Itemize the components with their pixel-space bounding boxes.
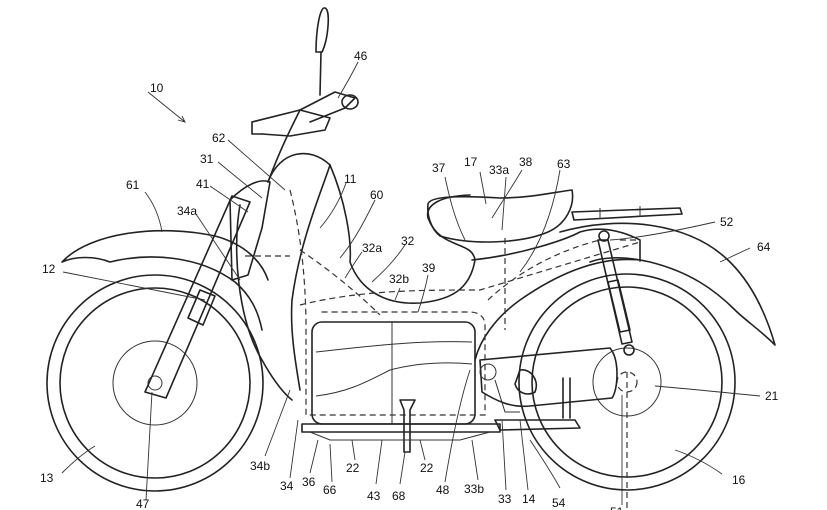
label-68: 68 bbox=[392, 489, 406, 503]
label-43: 43 bbox=[367, 489, 381, 503]
label-41: 41 bbox=[196, 177, 210, 191]
label-34b: 34b bbox=[250, 459, 270, 473]
label-22a: 22 bbox=[346, 461, 360, 475]
rear-cover bbox=[471, 228, 641, 361]
frame-hidden-lines bbox=[245, 189, 641, 510]
under-parts bbox=[301, 379, 581, 453]
label-32b: 32b bbox=[389, 272, 409, 286]
label-48: 48 bbox=[436, 483, 450, 497]
label-47: 47 bbox=[136, 497, 150, 510]
arrow-10 bbox=[147, 91, 186, 123]
label-34: 34 bbox=[280, 479, 294, 493]
label-51: 51 bbox=[610, 505, 624, 510]
label-32a: 32a bbox=[362, 241, 382, 255]
front-cover bbox=[229, 180, 271, 281]
label-33b: 33b bbox=[464, 482, 484, 496]
handlebar bbox=[251, 7, 359, 183]
label-61: 61 bbox=[126, 178, 140, 192]
label-52: 52 bbox=[720, 215, 734, 229]
leg-shield bbox=[235, 152, 331, 401]
label-10: 10 bbox=[150, 81, 164, 95]
label-21: 21 bbox=[765, 389, 779, 403]
label-33: 33 bbox=[498, 492, 512, 506]
label-12: 12 bbox=[42, 262, 56, 276]
label-66: 66 bbox=[323, 483, 337, 497]
label-39: 39 bbox=[422, 261, 436, 275]
front-wheel bbox=[46, 274, 264, 492]
leader-lines bbox=[61, 61, 761, 505]
label-36: 36 bbox=[302, 475, 316, 489]
label-16: 16 bbox=[732, 473, 746, 487]
label-64: 64 bbox=[757, 240, 771, 254]
label-31: 31 bbox=[200, 152, 214, 166]
label-14: 14 bbox=[522, 492, 536, 506]
label-32: 32 bbox=[401, 234, 415, 248]
rear-rack bbox=[571, 206, 683, 221]
label-34a: 34a bbox=[177, 204, 197, 218]
battery-box bbox=[311, 321, 476, 425]
label-33a: 33a bbox=[489, 163, 509, 177]
label-38: 38 bbox=[519, 155, 533, 169]
swing-arm bbox=[479, 347, 618, 419]
label-63: 63 bbox=[557, 157, 571, 171]
front-fender bbox=[61, 229, 269, 331]
reference-labels: 10 46 62 31 41 61 34a 12 13 47 11 60 32a… bbox=[40, 49, 779, 510]
label-17: 17 bbox=[464, 155, 478, 169]
step-floor bbox=[329, 164, 476, 304]
label-54: 54 bbox=[552, 496, 566, 510]
label-46: 46 bbox=[354, 49, 368, 63]
label-11: 11 bbox=[344, 172, 357, 186]
label-60: 60 bbox=[370, 188, 384, 202]
label-13: 13 bbox=[40, 471, 54, 485]
rear-fender bbox=[559, 222, 776, 346]
seat bbox=[427, 189, 574, 243]
label-22b: 22 bbox=[420, 461, 434, 475]
label-62: 62 bbox=[212, 131, 226, 145]
label-37: 37 bbox=[432, 161, 446, 175]
rear-suspension bbox=[597, 230, 635, 356]
front-fork bbox=[144, 195, 251, 399]
